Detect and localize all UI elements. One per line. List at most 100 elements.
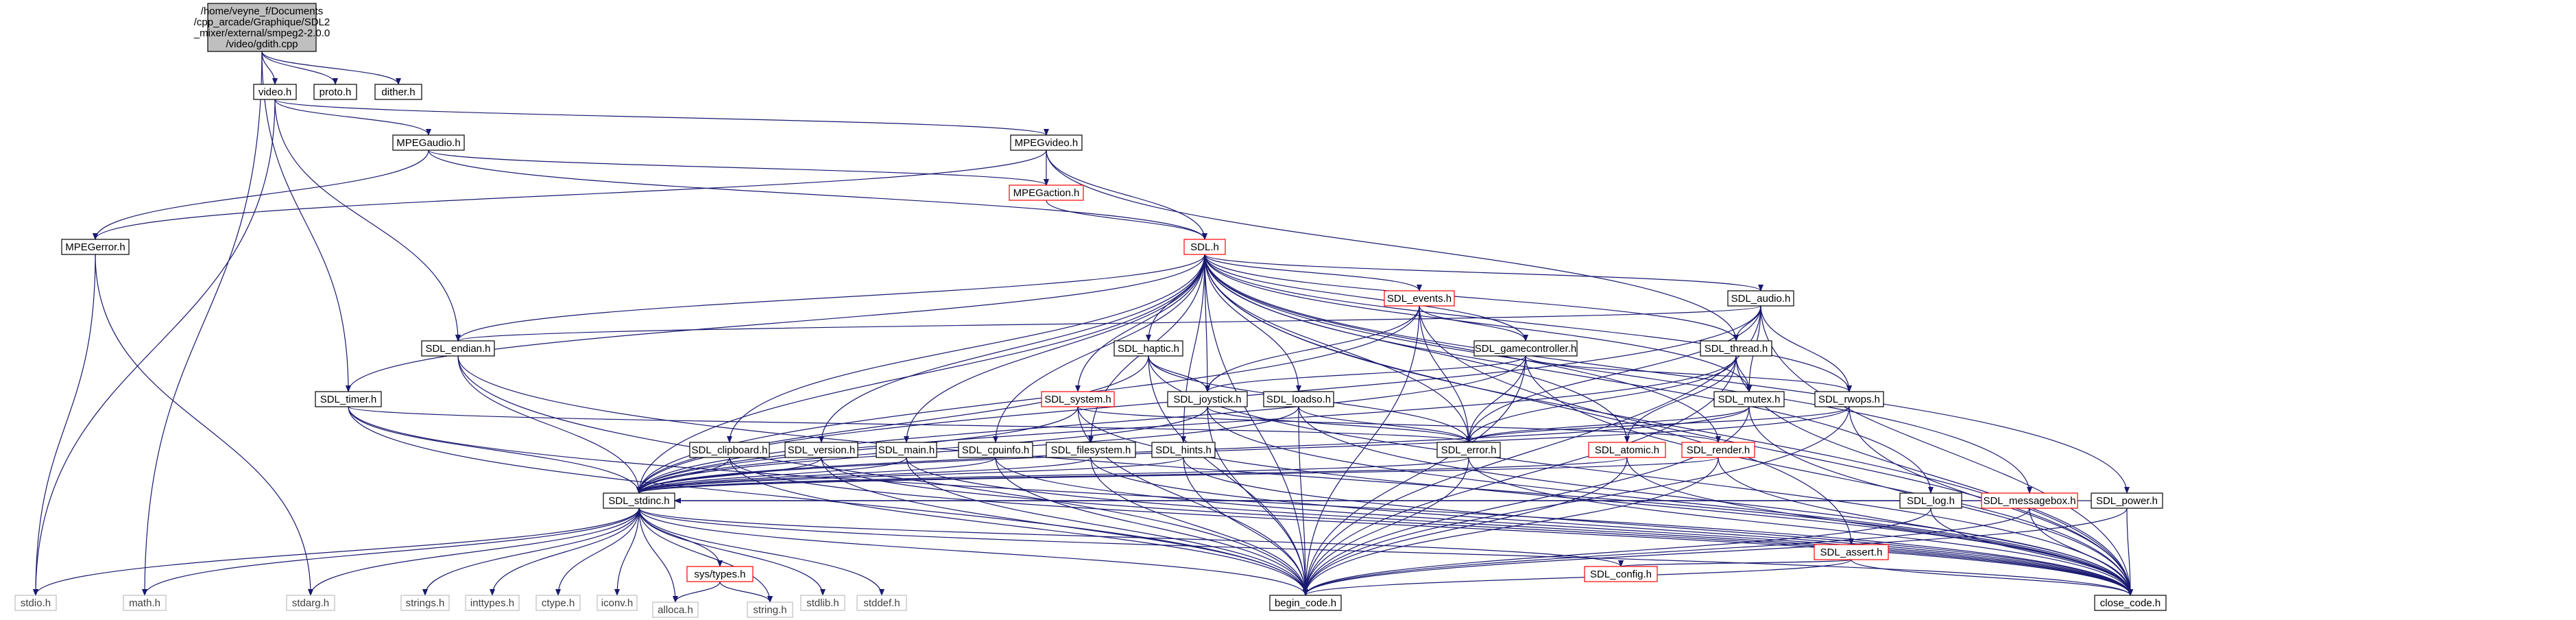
edge-root-to-proto_h (261, 51, 338, 85)
edge-SDL_h-to-SDL_rwops_h (1204, 254, 1852, 392)
edge-SDL_stdinc_h-to-stdarg_h (308, 508, 640, 596)
edge-SDL_power_h-to-begin_code_h (1303, 508, 2128, 596)
node-SDL-cpuinfo-h[interactable]: SDL_cpuinfo.h (958, 442, 1033, 458)
node-label: inttypes.h (470, 597, 514, 609)
edge-SDL_error_h-to-begin_code_h (1303, 457, 1469, 596)
node-SDL-render-h[interactable]: SDL_render.h (1681, 442, 1755, 458)
node-SDL-rwops-h[interactable]: SDL_rwops.h (1814, 391, 1884, 407)
edge-SDL_h-to-SDL_events_h (1204, 254, 1422, 291)
node-MPEGvideo-h[interactable]: MPEGvideo.h (1010, 134, 1083, 151)
node-begin-code-h[interactable]: begin_code.h (1269, 595, 1342, 611)
node-video-h[interactable]: video.h (253, 84, 297, 100)
edge-SDL_h-to-SDL_power_h (1204, 254, 2130, 494)
node-SDL-log-h[interactable]: SDL_log.h (1899, 492, 1962, 509)
node-sys-types-h[interactable]: sys/types.h (686, 566, 754, 582)
node-box (958, 442, 1033, 458)
node-SDL-stdinc-h[interactable]: SDL_stdinc.h (603, 492, 675, 509)
node-root[interactable]: /home/veyne_f/Documents/cpp_arcade/Graph… (193, 3, 330, 52)
node-SDL-h[interactable]: SDL.h (1183, 239, 1226, 255)
node-MPEGaction-h[interactable]: MPEGaction.h (1009, 184, 1084, 201)
node-SDL-thread-h[interactable]: SDL_thread.h (1700, 340, 1772, 357)
node-box (1046, 442, 1136, 458)
edge-SDL_gamecontroller_h-to-SDL_error_h (1466, 355, 1526, 443)
node-label: SDL_mutex.h (1718, 394, 1781, 405)
node-SDL-loadso-h[interactable]: SDL_loadso.h (1263, 391, 1334, 407)
node-SDL-timer-h[interactable]: SDL_timer.h (315, 391, 382, 407)
node-box (2091, 492, 2163, 509)
node-label: SDL_config.h (1590, 569, 1652, 580)
node-SDL-messagebox-h[interactable]: SDL_messagebox.h (1981, 492, 2078, 509)
node-SDL-main-h[interactable]: SDL_main.h (876, 442, 937, 458)
node-label: iconv.h (601, 597, 633, 609)
node-label: begin_code.h (1275, 597, 1336, 609)
node-SDL-gamecontroller-h[interactable]: SDL_gamecontroller.h (1473, 340, 1578, 357)
node-SDL-events-h[interactable]: SDL_events.h (1384, 290, 1455, 307)
edge-SDL_stdinc_h-to-sys_types_h (638, 508, 723, 567)
node-label: SDL_gamecontroller.h (1475, 343, 1576, 355)
node-label: SDL_atomic.h (1595, 444, 1659, 456)
node-box (1009, 184, 1084, 201)
node-inttypes-h: inttypes.h (465, 595, 520, 611)
node-SDL-power-h[interactable]: SDL_power.h (2091, 492, 2163, 509)
edge-SDL_timer_h-to-SDL_error_h (348, 406, 1471, 443)
node-proto-h[interactable]: proto.h (313, 84, 357, 100)
node-SDL-mutex-h[interactable]: SDL_mutex.h (1713, 391, 1785, 407)
node-SDL-atomic-h[interactable]: SDL_atomic.h (1588, 442, 1666, 458)
node-box (1584, 566, 1658, 582)
edge-SDL_h-to-begin_code_h (1204, 254, 1308, 596)
node-SDL-endian-h[interactable]: SDL_endian.h (421, 340, 495, 357)
node-box (1899, 492, 1962, 509)
node-MPEGerror-h[interactable]: MPEGerror.h (61, 239, 130, 255)
node-box (465, 595, 520, 611)
node-SDL-joystick-h[interactable]: SDL_joystick.h (1167, 391, 1248, 407)
node-box (1436, 442, 1501, 458)
edge-SDL_endian_h-to-SDL_stdinc_h (457, 355, 642, 494)
node-dither-h[interactable]: dither.h (374, 84, 422, 100)
node-strings-h: strings.h (400, 595, 450, 611)
edge-SDL_audio_h-to-SDL_thread_h (1733, 305, 1761, 342)
node-box (597, 595, 638, 611)
node-box (400, 595, 450, 611)
node-label: SDL_cpuinfo.h (962, 444, 1029, 456)
node-SDL-clipboard-h[interactable]: SDL_clipboard.h (689, 442, 770, 458)
node-SDL-error-h[interactable]: SDL_error.h (1436, 442, 1501, 458)
node-SDL-filesystem-h[interactable]: SDL_filesystem.h (1046, 442, 1136, 458)
edge-SDL_main_h-to-close_code_h (906, 457, 2133, 596)
edge-video_h-to-stdio_h (33, 99, 276, 596)
edge-SDL_h-to-SDL_endian_h (455, 254, 1205, 342)
edge-SDL_log_h-to-begin_code_h (1303, 508, 1931, 596)
edge-SDL_audio_h-to-SDL_rwops_h (1760, 305, 1852, 392)
edge-SDL_stdinc_h-to-stdlib_h (638, 508, 826, 596)
edge-SDL_clipboard_h-to-SDL_stdinc_h (636, 457, 730, 494)
node-label: /cpp_arcade/Graphique/SDL2 (194, 16, 330, 28)
node-box (1814, 544, 1889, 560)
node-string-h: string.h (747, 601, 793, 618)
edge-SDL_gamecontroller_h-to-close_code_h (1525, 355, 2133, 596)
node-label: alloca.h (658, 604, 693, 616)
edge-root-to-video_h (261, 51, 278, 85)
node-box (1727, 290, 1794, 307)
node-SDL-hints-h[interactable]: SDL_hints.h (1151, 442, 1216, 458)
node-box (207, 3, 317, 52)
edge-MPEGaudio_h-to-MPEGerror_h (93, 150, 429, 240)
node-SDL-assert-h[interactable]: SDL_assert.h (1814, 544, 1889, 560)
node-SDL-version-h[interactable]: SDL_version.h (784, 442, 858, 458)
node-label: SDL_joystick.h (1173, 394, 1241, 405)
node-close-code-h[interactable]: close_code.h (2094, 595, 2167, 611)
node-SDL-haptic-h[interactable]: SDL_haptic.h (1114, 340, 1183, 357)
edge-SDL_hints_h-to-close_code_h (1183, 457, 2133, 596)
node-label: MPEGaction.h (1013, 187, 1080, 199)
node-SDL-audio-h[interactable]: SDL_audio.h (1727, 290, 1794, 307)
node-label: string.h (753, 604, 786, 616)
edge-MPEGaction_h-to-SDL_h (1046, 200, 1207, 240)
node-MPEGaudio-h[interactable]: MPEGaudio.h (392, 134, 465, 151)
edge-SDL_mutex_h-to-SDL_error_h (1466, 406, 1750, 443)
edge-SDL_main_h-to-begin_code_h (906, 457, 1308, 596)
edge-root-to-math_h (142, 51, 263, 596)
edge-SDL_h-to-SDL_error_h (1204, 254, 1471, 443)
edge-SDL_h-to-SDL_audio_h (1204, 254, 1764, 291)
node-SDL-config-h[interactable]: SDL_config.h (1584, 566, 1658, 582)
node-label: SDL_endian.h (425, 343, 490, 355)
edge-SDL_stdinc_h-to-iconv_h (614, 508, 640, 596)
node-SDL-system-h[interactable]: SDL_system.h (1041, 391, 1115, 407)
